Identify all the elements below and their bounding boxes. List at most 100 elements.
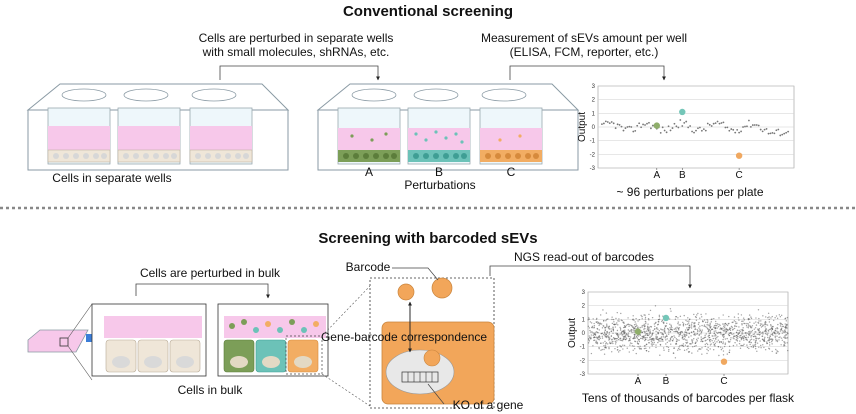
data-point [712,349,715,351]
y-tick-label: 3 [582,290,586,296]
data-point [713,344,715,346]
data-point [748,347,750,350]
data-point [785,326,787,329]
data-point [750,346,753,348]
data-point [604,340,606,343]
data-point [737,313,740,315]
data-point [675,330,677,332]
data-point [644,345,646,347]
data-point [673,122,676,125]
data-point [760,347,762,349]
data-point [611,318,613,321]
data-point [740,334,742,337]
data-point [716,331,718,334]
data-point [707,335,709,337]
data-point [660,338,662,340]
highlight-point-c [735,152,743,159]
data-point [738,331,741,334]
data-point [701,324,703,327]
data-point [623,324,626,327]
data-point [713,324,716,327]
flask-zoom-after [217,285,371,407]
data-point [686,320,688,323]
data-point [725,323,728,326]
data-point [785,328,787,330]
data-point [758,331,761,334]
data-point [611,341,613,343]
data-point [693,131,695,134]
data-point [601,332,603,335]
data-point [636,337,639,339]
data-point [774,336,777,339]
data-point [622,326,625,329]
data-point [606,318,608,321]
data-point [720,333,722,335]
cell-detail [369,277,495,409]
data-point [593,326,595,329]
data-point [709,344,712,346]
data-point [771,328,773,330]
y-tick-label: 0 [592,125,596,131]
data-point [744,336,746,339]
data-point [644,331,646,333]
data-point [756,342,759,344]
data-point [740,337,743,339]
data-point [709,329,712,332]
data-point [700,313,702,316]
data-point [687,326,690,329]
top-title: Conventional screening [343,3,513,20]
data-point [688,324,690,327]
data-point [706,321,709,324]
data-point [596,337,599,339]
data-point [635,317,637,320]
data-point [675,338,678,340]
data-point [612,326,614,328]
data-point [616,123,619,126]
data-point [622,330,624,332]
data-point [623,331,626,333]
data-point [686,345,689,347]
data-point [603,325,605,327]
data-point [636,334,639,337]
highlight-point-c [720,358,728,365]
data-point [675,342,678,345]
data-point [784,342,786,345]
data-point [608,326,610,328]
data-point [728,345,731,348]
y-tick-label: -2 [580,358,586,364]
data-point [667,331,670,333]
data-point [622,344,624,346]
data-point [712,337,715,340]
data-point [715,330,717,332]
data-point [728,351,730,354]
data-point [595,321,598,324]
data-point [621,320,623,322]
data-point [590,352,593,355]
data-point [753,339,755,341]
data-point [628,335,630,338]
y-tick-label: 1 [582,317,586,323]
data-point [717,346,720,348]
data-point [661,320,663,323]
data-point [639,345,641,348]
data-point [643,325,646,327]
data-point [642,336,645,339]
data-point [783,132,786,135]
data-point [687,328,690,331]
data-point [754,327,757,329]
data-point [784,337,786,339]
data-point [668,318,671,320]
data-point [786,324,788,326]
data-point [673,347,675,349]
data-point [654,328,656,330]
data-point [682,323,685,325]
data-point [690,339,693,341]
data-point [684,329,687,331]
data-point [722,121,725,124]
data-point [697,323,700,326]
data-point [639,326,641,329]
data-point [688,320,690,322]
data-point [722,329,724,332]
data-point [714,333,717,336]
data-point [780,314,783,317]
